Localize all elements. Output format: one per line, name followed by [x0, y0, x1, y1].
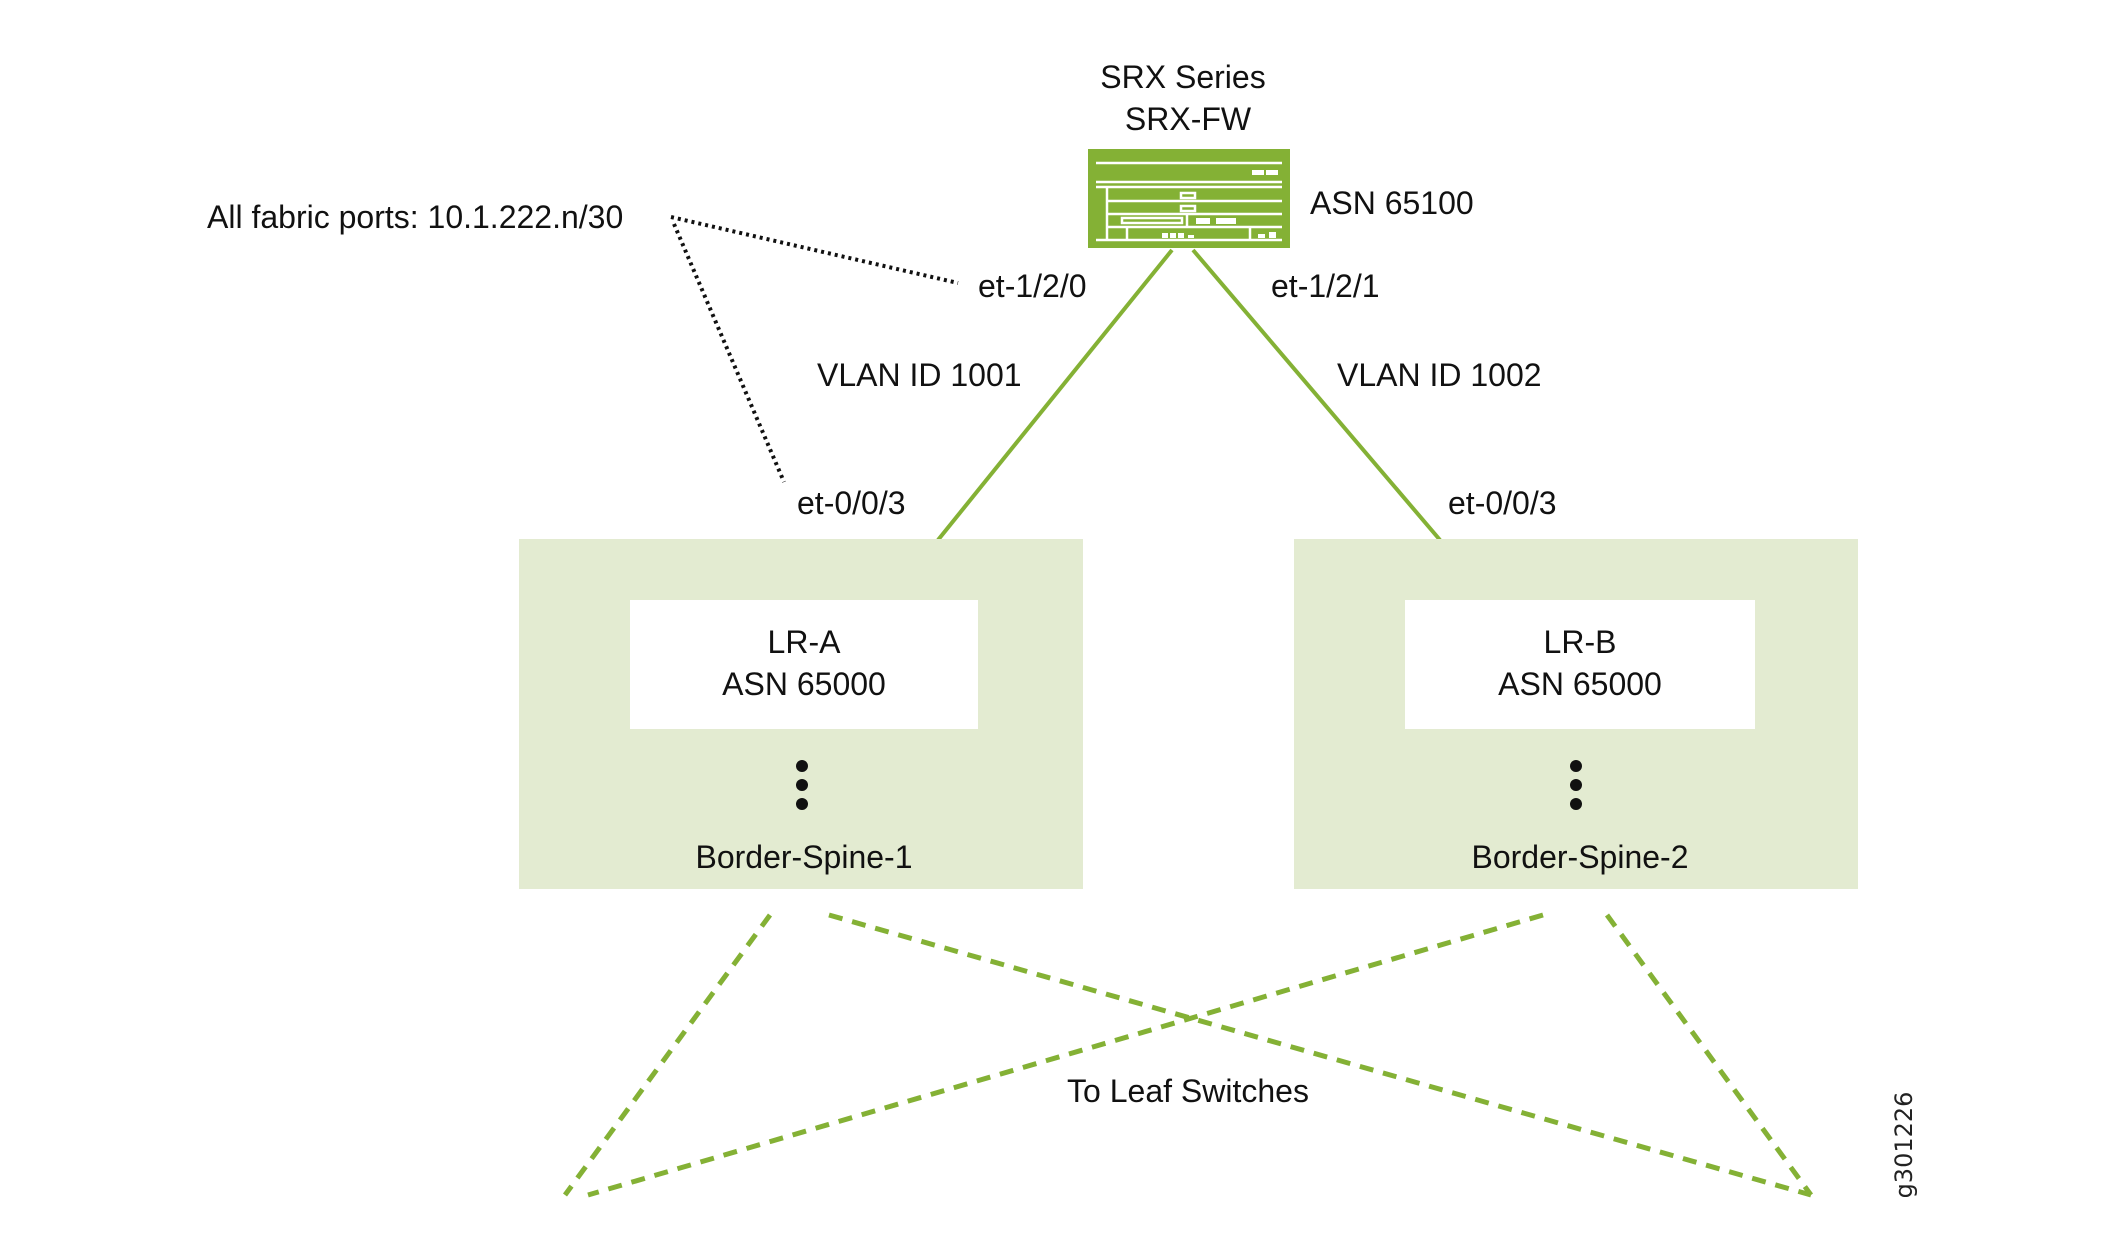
leaf-link-spine1-right	[828, 912, 1812, 1198]
vlan-links	[936, 248, 1442, 542]
fabric-port-leaders	[670, 215, 959, 483]
firewall-asn-label: ASN 65100	[1310, 185, 1474, 221]
more-items-ellipsis-icon	[1570, 760, 1582, 810]
firewall-name-label: SRX-FW	[1125, 101, 1252, 137]
lr-a-name: LR-A	[768, 624, 842, 660]
spine1-port-label: et-0/0/3	[797, 485, 906, 521]
spine2-port-label: et-0/0/3	[1448, 485, 1557, 521]
lr-b-asn: ASN 65000	[1498, 666, 1662, 702]
leader-to-et-0-0-3	[672, 223, 786, 483]
vlan-1001-label: VLAN ID 1001	[817, 357, 1022, 393]
border-spine-2[interactable]: LR-B ASN 65000 Border-Spine-2	[1294, 539, 1858, 889]
leaf-link-spine1-left	[562, 913, 773, 1197]
lr-b-box[interactable]	[1405, 600, 1755, 729]
leaf-link-spine2-left	[587, 912, 1544, 1198]
vlan-link-1001	[936, 248, 1174, 542]
leader-to-et-1-2-0	[670, 215, 959, 285]
fabric-ports-annotation: All fabric ports: 10.1.222.n/30	[207, 199, 623, 235]
lr-a-asn: ASN 65000	[722, 666, 886, 702]
firewall-port-left-label: et-1/2/0	[978, 268, 1087, 304]
firewall-port-right-label: et-1/2/1	[1271, 268, 1380, 304]
leaf-connections	[562, 912, 1814, 1198]
more-items-ellipsis-icon	[796, 760, 808, 810]
lr-a-box[interactable]	[630, 600, 978, 729]
spine2-name: Border-Spine-2	[1472, 839, 1689, 875]
spine1-name: Border-Spine-1	[696, 839, 913, 875]
firewall-series-label: SRX Series	[1100, 59, 1265, 95]
figure-id: g301226	[1890, 1092, 1918, 1199]
vlan-1002-label: VLAN ID 1002	[1337, 357, 1542, 393]
lr-b-name: LR-B	[1544, 624, 1617, 660]
firewall-chassis-icon[interactable]	[1088, 149, 1290, 248]
vlan-link-1002	[1191, 248, 1442, 542]
leaf-switches-label: To Leaf Switches	[1067, 1073, 1309, 1109]
leaf-link-spine2-right	[1604, 913, 1814, 1197]
border-spine-1[interactable]: LR-A ASN 65000 Border-Spine-1	[519, 539, 1083, 889]
